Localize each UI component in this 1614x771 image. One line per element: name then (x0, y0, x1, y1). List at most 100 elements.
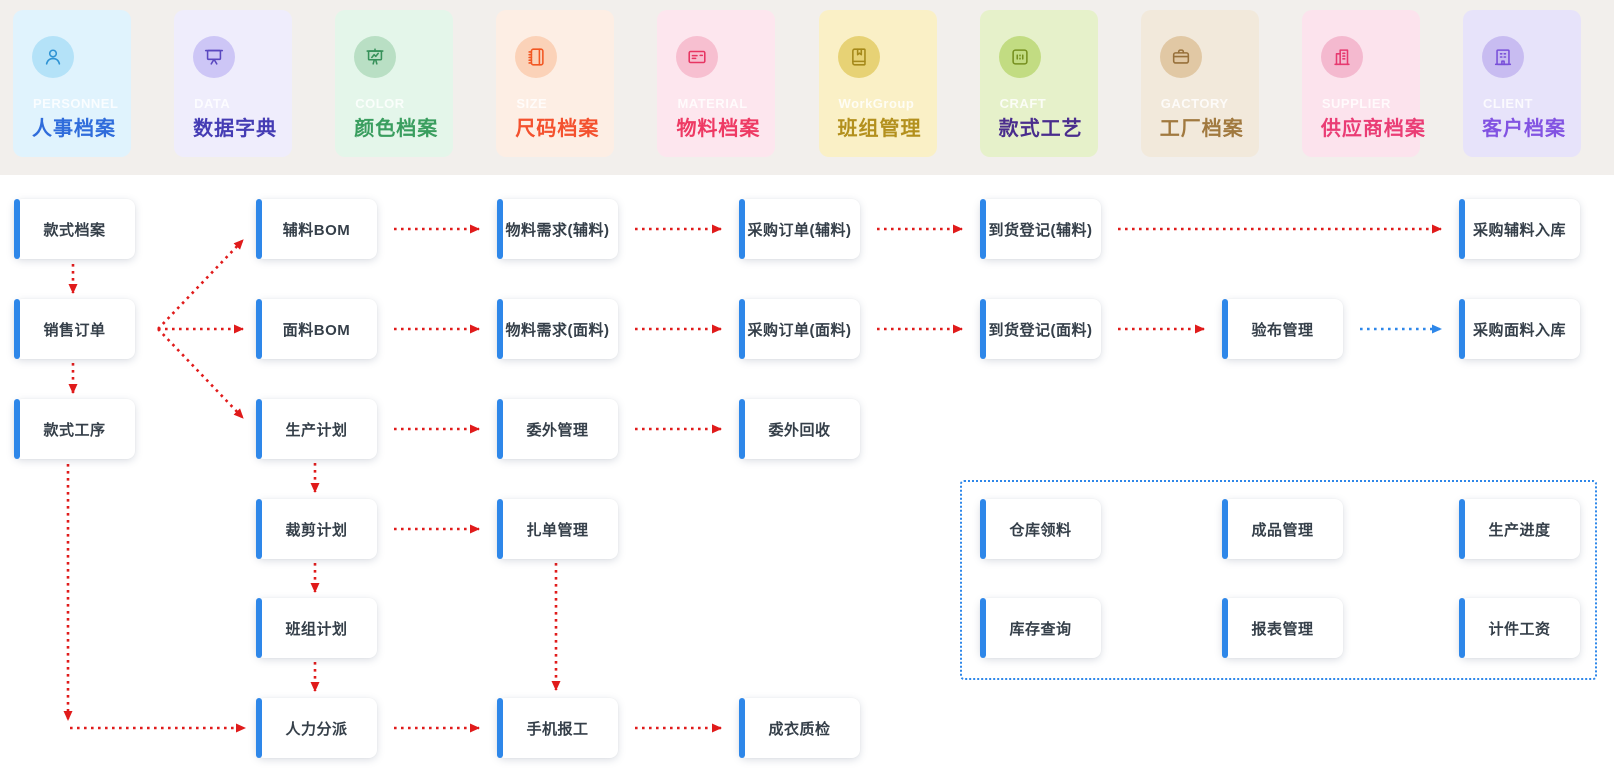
storage-box-icon (998, 36, 1041, 78)
card-title: 工厂档案 (1159, 118, 1244, 140)
card-subtitle-en: DATA (194, 96, 231, 111)
card-title: 人事档案 (32, 118, 116, 140)
flow-node-cutting-plan[interactable]: 裁剪计划 (256, 499, 377, 559)
flow-node-accessory-inbound[interactable]: 采购辅料入库 (1459, 199, 1580, 259)
flow-node-label: 辅料BOM (282, 221, 351, 239)
flow-node-label: 到货登记(面料) (988, 321, 1093, 339)
card-color[interactable]: COLOR 颜色档案 (335, 10, 454, 157)
briefcase-icon (1159, 36, 1202, 78)
flow-node-accessory-bom[interactable]: 辅料BOM (256, 199, 377, 259)
flow-node-fabric-bom[interactable]: 面料BOM (256, 299, 377, 359)
cards-row: PERSONNEL 人事档案 DATA 数据字典 COLOR 颜色档案 SIZE 尺码档案 MA… (0, 10, 1614, 157)
flow-node-outsourcing-return[interactable]: 委外回收 (739, 399, 860, 459)
user-icon (32, 36, 74, 78)
card-subtitle-en: SIZE (516, 96, 548, 111)
flow-node-piecework-wage[interactable]: 计件工资 (1459, 598, 1580, 658)
card-title: 尺码档案 (515, 118, 600, 140)
flow-node-fabric-inbound[interactable]: 采购面料入库 (1459, 299, 1580, 359)
flow-node-style-archive[interactable]: 款式档案 (14, 199, 135, 259)
card-title: 供应商档案 (1320, 118, 1426, 140)
flow-node-outsourcing-mgmt[interactable]: 委外管理 (497, 399, 618, 459)
flow-node-label: 委外管理 (526, 421, 589, 439)
card-supplier[interactable]: SUPPLIER 供应商档案 (1301, 10, 1425, 157)
flow-node-production-plan[interactable]: 生产计划 (256, 399, 377, 459)
card-title: 款式工艺 (998, 118, 1083, 140)
flow-node-bundle-mgmt[interactable]: 扎单管理 (497, 499, 618, 559)
presentation-screen-icon (193, 36, 236, 78)
flow-node-label: 库存查询 (1009, 620, 1072, 638)
flow-node-label: 扎单管理 (526, 521, 589, 539)
flow-node-purchase-order-accessory[interactable]: 采购订单(辅料) (739, 199, 860, 259)
flow-node-label: 人力分派 (285, 720, 348, 738)
card-subtitle-en: GACTORY (1160, 96, 1229, 111)
flow-node-label: 验布管理 (1251, 321, 1314, 339)
card-personnel[interactable]: PERSONNEL 人事档案 (13, 10, 131, 157)
card-title: 颜色档案 (354, 118, 439, 140)
flow-node-label: 面料BOM (282, 321, 351, 339)
flow-node-inventory-query[interactable]: 库存查询 (980, 598, 1101, 658)
flow-node-label: 采购订单(辅料) (747, 221, 852, 239)
card-subtitle-en: MATERIAL (677, 96, 748, 111)
notebook-icon (515, 36, 558, 78)
flow-node-label: 采购订单(面料) (747, 321, 852, 339)
office-building-icon (1320, 36, 1363, 78)
card-workgroup[interactable]: WorkGroup 班组管理 (818, 10, 937, 157)
flow-node-warehouse-picking[interactable]: 仓库领料 (980, 499, 1101, 559)
summary-panel (960, 480, 1597, 680)
flow-node-arrival-reg-accessory[interactable]: 到货登记(辅料) (980, 199, 1101, 259)
card-subtitle-en: COLOR (355, 96, 405, 111)
flow-node-garment-qc[interactable]: 成衣质检 (739, 698, 860, 758)
flow-node-label: 手机报工 (526, 720, 589, 738)
flow-node-label: 仓库领料 (1009, 521, 1072, 539)
card-client[interactable]: CLIENT 客户档案 (1462, 10, 1581, 157)
flow-node-finished-goods-mgmt[interactable]: 成品管理 (1222, 499, 1343, 559)
flipchart-icon (354, 36, 397, 78)
flow-node-mobile-reporting[interactable]: 手机报工 (497, 698, 618, 758)
flow-node-label: 物料需求(辅料) (505, 221, 610, 239)
flow-node-label: 成品管理 (1251, 521, 1314, 539)
flow-node-label: 生产进度 (1488, 521, 1551, 539)
flow-node-label: 裁剪计划 (285, 521, 348, 539)
id-card-icon (676, 36, 719, 78)
card-title: 班组管理 (837, 118, 922, 140)
flow-arrow (157, 328, 244, 419)
flow-node-label: 物料需求(面料) (505, 321, 610, 339)
flow-node-purchase-order-fabric[interactable]: 采购订单(面料) (739, 299, 860, 359)
flow-node-arrival-reg-fabric[interactable]: 到货登记(面料) (980, 299, 1101, 359)
card-subtitle-en: WorkGroup (838, 96, 915, 111)
card-size[interactable]: SIZE 尺码档案 (496, 10, 615, 157)
building-icon (1481, 36, 1524, 78)
flow-node-label: 款式档案 (43, 221, 106, 239)
flow-node-fabric-inspection[interactable]: 验布管理 (1222, 299, 1343, 359)
flow-node-label: 生产计划 (285, 421, 348, 439)
card-title: 客户档案 (1481, 118, 1566, 140)
flow-node-label: 班组计划 (285, 620, 348, 638)
flow-node-label: 报表管理 (1251, 620, 1314, 638)
flow-node-label: 成衣质检 (768, 720, 831, 738)
flow-node-manpower-dispatch[interactable]: 人力分派 (256, 698, 377, 758)
card-data-dict[interactable]: DATA 数据字典 (174, 10, 293, 157)
flow-node-material-demand-fabric[interactable]: 物料需求(面料) (497, 299, 618, 359)
flow-node-material-demand-accessory[interactable]: 物料需求(辅料) (497, 199, 618, 259)
card-subtitle-en: CLIENT (1482, 96, 1533, 111)
book-bookmark-icon (837, 36, 880, 78)
flow-arrow (157, 239, 244, 330)
card-material[interactable]: MATERIAL 物料档案 (657, 10, 776, 157)
flow-node-production-progress[interactable]: 生产进度 (1459, 499, 1580, 559)
card-subtitle-en: PERSONNEL (33, 96, 119, 111)
flow-node-style-process[interactable]: 款式工序 (14, 399, 135, 459)
card-factory[interactable]: GACTORY 工厂档案 (1140, 10, 1259, 157)
module-card-band: PERSONNEL 人事档案 DATA 数据字典 COLOR 颜色档案 SIZE 尺码档案 MA… (0, 0, 1614, 175)
card-subtitle-en: CRAFT (999, 96, 1047, 111)
flow-node-report-mgmt[interactable]: 报表管理 (1222, 598, 1343, 658)
card-title: 物料档案 (676, 118, 761, 140)
flow-node-sales-order[interactable]: 销售订单 (14, 299, 135, 359)
flow-node-label: 采购面料入库 (1472, 321, 1566, 339)
flow-node-label: 到货登记(辅料) (988, 221, 1093, 239)
card-craft[interactable]: CRAFT 款式工艺 (979, 10, 1098, 157)
flow-node-label: 销售订单 (43, 321, 106, 339)
card-title: 数据字典 (193, 118, 278, 140)
card-subtitle-en: SUPPLIER (1321, 96, 1391, 111)
flow-node-team-plan[interactable]: 班组计划 (256, 598, 377, 658)
